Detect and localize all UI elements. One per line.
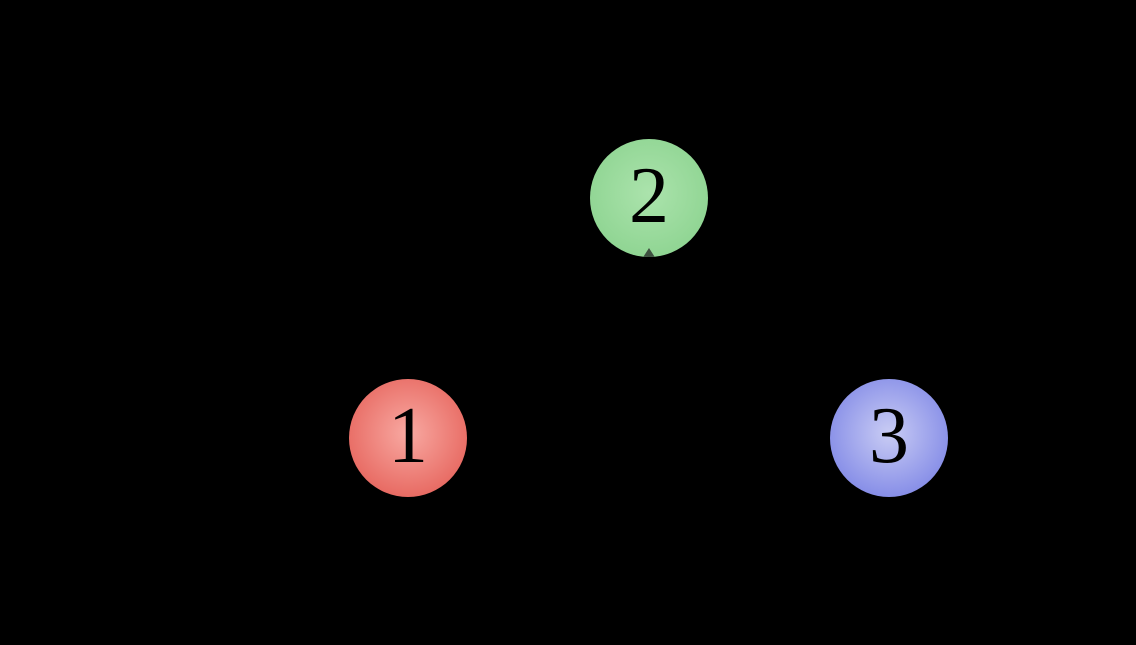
- graph-node-3: 3: [830, 379, 948, 497]
- node-2-label: 2: [629, 152, 669, 240]
- graph-node-2: 2: [590, 139, 708, 257]
- node-3-label: 3: [869, 392, 909, 480]
- graph-node-1: 1: [349, 379, 467, 497]
- edge-arrowhead-icon: [640, 248, 658, 257]
- node-1-label: 1: [388, 392, 428, 480]
